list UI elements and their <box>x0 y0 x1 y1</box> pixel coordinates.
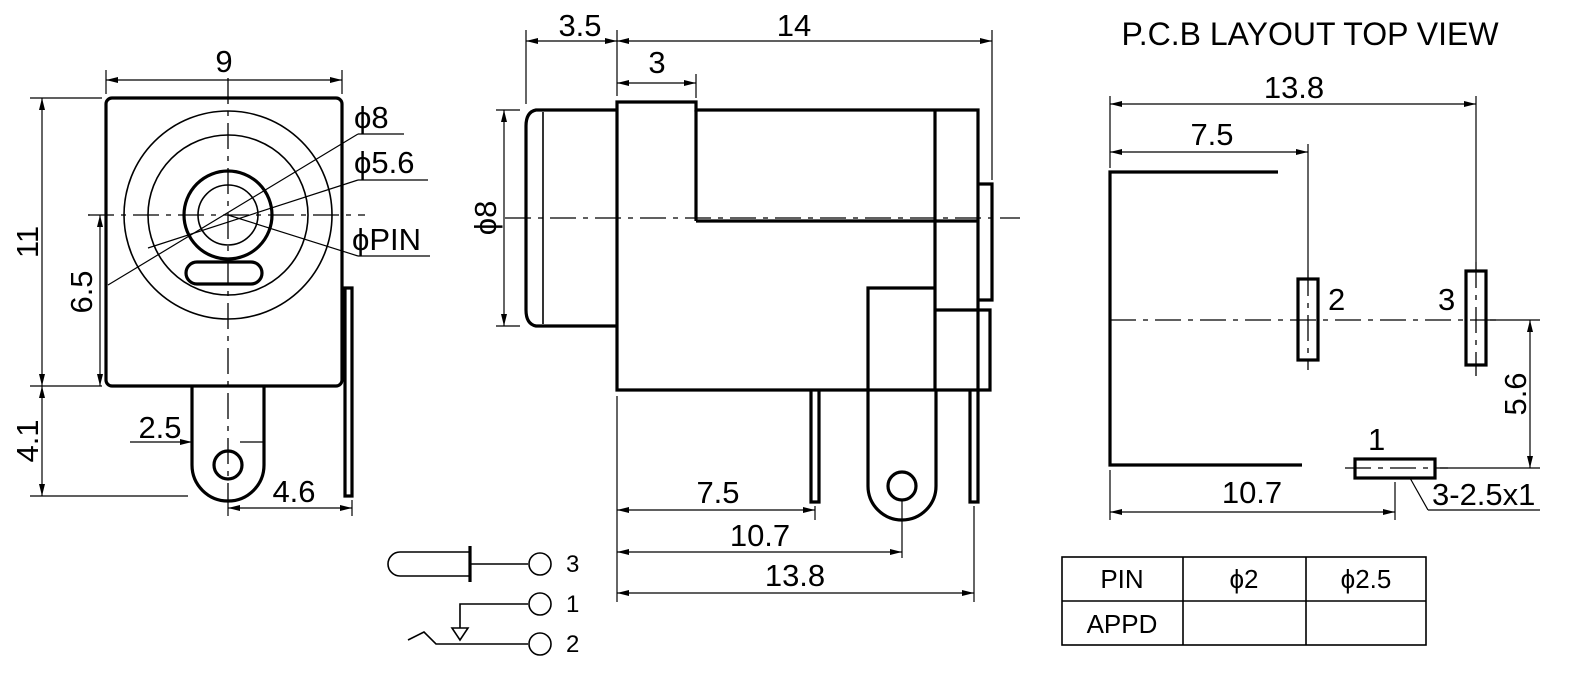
side-pin-right <box>968 390 980 504</box>
dim-side-pin-2: 10.7 <box>730 518 790 553</box>
schematic-label-1: 1 <box>566 591 579 618</box>
front-view: 9 11 6.5 4.1 2.5 4.6 ϕ8 ϕ5.6 ϕPIN <box>10 44 430 516</box>
dim-pcb-pad2: 7.5 <box>1190 117 1233 152</box>
pin-table-header-0: PIN <box>1100 564 1143 594</box>
dim-front-tab-offset: 4.6 <box>272 474 315 509</box>
schematic-terminal-3 <box>528 552 552 576</box>
schematic-terminal-2 <box>528 632 552 656</box>
dim-side-diameter: ϕ8 <box>468 201 503 236</box>
leader-dia-inner <box>147 179 359 249</box>
dim-side-pin-1: 7.5 <box>696 475 739 510</box>
dim-pcb-total: 13.8 <box>1264 70 1324 105</box>
dim-front-tab-height: 4.1 <box>10 419 45 462</box>
dim-dia-inner: ϕ5.6 <box>354 145 414 180</box>
side-rear-nub <box>978 182 994 302</box>
side-body-outline <box>615 100 980 392</box>
dim-pcb-vertical: 5.6 <box>1498 372 1533 415</box>
pin-table-header-2: ϕ2.5 <box>1341 564 1392 594</box>
leader-dia-pin <box>227 214 359 257</box>
schematic-terminal-1 <box>528 592 552 616</box>
schematic: 3 1 2 <box>387 546 579 658</box>
dim-front-center-height: 6.5 <box>64 270 99 313</box>
leader-dia-outer <box>107 133 359 286</box>
pcb-pad-label-3: 3 <box>1438 282 1455 317</box>
pcb-slot-spec: 3-2.5x1 <box>1432 477 1535 512</box>
pcb-title: P.C.B LAYOUT TOP VIEW <box>1121 16 1499 52</box>
dim-side-length: 14 <box>777 8 811 43</box>
pcb-pad-label-1: 1 <box>1368 422 1385 457</box>
side-pin-left <box>809 390 821 504</box>
side-view: 3.5 14 3 ϕ8 7.5 10.7 13.8 <box>468 8 1020 602</box>
dim-front-height: 11 <box>10 226 45 258</box>
front-side-pin <box>343 286 354 498</box>
front-tab-hole <box>212 449 244 481</box>
dim-pcb-pad1: 10.7 <box>1222 475 1282 510</box>
dim-side-step: 3 <box>648 45 665 80</box>
front-slot <box>184 260 264 286</box>
pin-table: PIN ϕ2 ϕ2.5 APPD <box>1061 556 1427 646</box>
schematic-plug <box>387 551 470 577</box>
pcb-pad-label-2: 2 <box>1328 282 1345 317</box>
dim-front-tab-hole: 2.5 <box>138 410 181 445</box>
front-body-outline <box>104 96 344 388</box>
dim-side-collar: 3.5 <box>558 8 601 43</box>
dim-dia-outer: ϕ8 <box>354 100 389 135</box>
dim-dia-pin: ϕPIN <box>352 222 421 257</box>
schematic-label-2: 2 <box>566 631 579 658</box>
dim-front-width: 9 <box>215 44 232 79</box>
dim-side-pin-3: 13.8 <box>765 558 825 593</box>
pcb-outline <box>1108 170 1302 467</box>
pcb-layout: P.C.B LAYOUT TOP VIEW 2 3 1 13.8 7.5 10.… <box>1108 16 1540 520</box>
schematic-label-3: 3 <box>566 551 579 578</box>
pin-table-row-0-cell-0: APPD <box>1087 609 1158 639</box>
pin-table-header-1: ϕ2 <box>1229 564 1258 594</box>
